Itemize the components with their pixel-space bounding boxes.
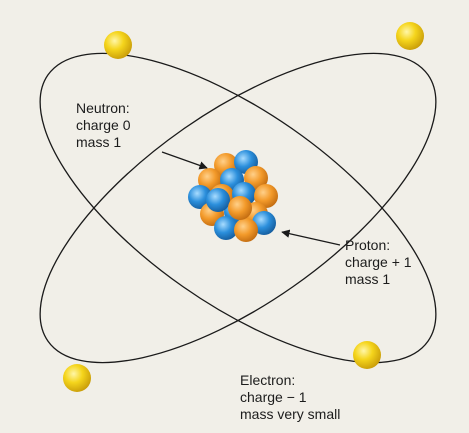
proton-particle	[206, 188, 230, 212]
electron-title: Electron:	[240, 372, 296, 388]
electron-bottom-left	[63, 364, 91, 392]
proton-charge: charge + 1	[345, 254, 412, 270]
neutron-particle	[228, 196, 252, 220]
proton-particle	[188, 185, 212, 209]
neutron-label: Neutron: charge 0 mass 1	[76, 100, 130, 151]
electron-label: Electron: charge − 1 mass very small	[240, 372, 340, 423]
neutron-particle	[234, 218, 258, 242]
proton-mass: mass 1	[345, 271, 391, 287]
neutron-mass: mass 1	[76, 134, 122, 150]
electron-charge: charge − 1	[240, 389, 307, 405]
neutron-title: Neutron:	[76, 100, 130, 116]
proton-particle	[252, 211, 276, 235]
electron-top-right	[396, 22, 424, 50]
orbit-a	[39, 52, 437, 364]
proton-pointer	[281, 229, 341, 246]
neutron-pointer	[161, 151, 208, 170]
proton-label: Proton: charge + 1 mass 1	[345, 237, 412, 288]
electron-top-left	[104, 31, 132, 59]
orbit-b	[39, 52, 437, 364]
neutron-charge: charge 0	[76, 117, 131, 133]
nucleus	[188, 150, 278, 242]
neutron-particle	[254, 184, 278, 208]
electron-bottom-right	[353, 341, 381, 369]
proton-title: Proton:	[345, 237, 391, 253]
proton-particle	[214, 216, 238, 240]
electron-mass: mass very small	[240, 406, 341, 422]
